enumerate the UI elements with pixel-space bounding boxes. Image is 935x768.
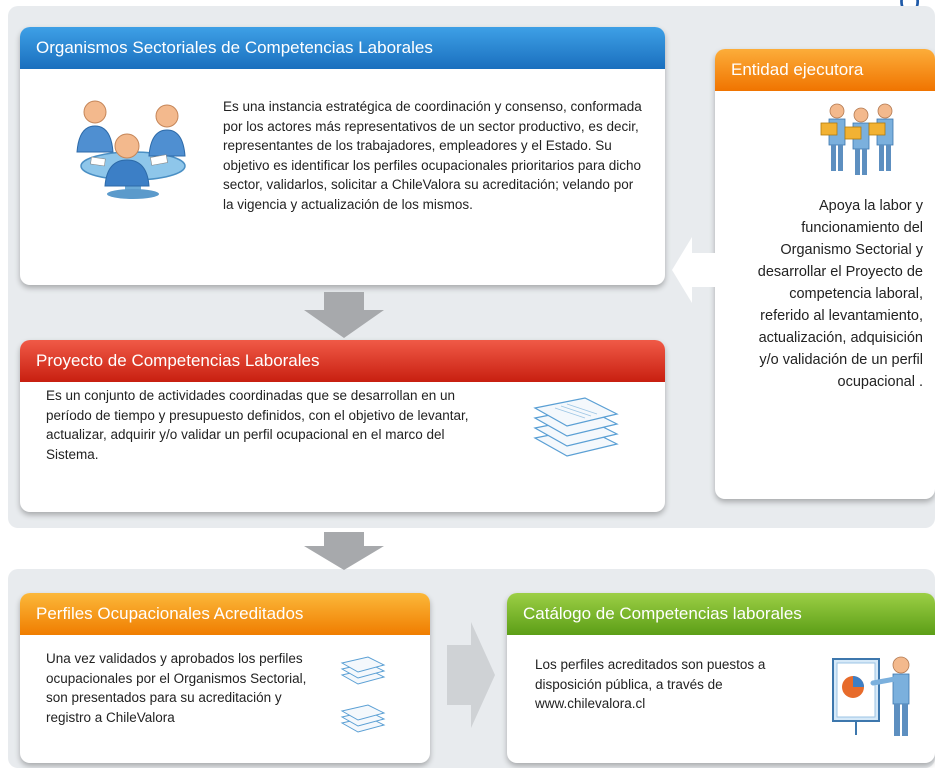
entidad-title: Entidad ejecutora — [715, 49, 935, 91]
entidad-card: Entidad ejecutora Apoya la labor y funci… — [715, 49, 935, 499]
organismos-card: Organismos Sectoriales de Competencias L… — [20, 27, 665, 285]
catalogo-description: Los perfiles acreditados son puestos a d… — [535, 657, 766, 711]
perfiles-card: Perfiles Ocupacionales Acreditados Una v… — [20, 593, 430, 763]
perfiles-title: Perfiles Ocupacionales Acreditados — [20, 593, 430, 635]
arrow-right-icon — [447, 622, 495, 728]
arrow-down-icon — [304, 292, 384, 338]
meeting-people-icon — [76, 100, 186, 199]
proyecto-description: Es un conjunto de actividades coordinada… — [46, 388, 469, 462]
document-stack-icon — [340, 704, 386, 733]
document-stack-icon — [533, 397, 619, 457]
catalogo-title: Catálogo de Competencias laborales — [507, 593, 935, 635]
perfiles-description: Una vez validados y aprobados los perfil… — [46, 651, 307, 725]
arrow-down-icon — [304, 532, 384, 570]
arrow-left-icon — [672, 237, 718, 303]
workers-group-icon — [820, 103, 894, 175]
organismos-title: Organismos Sectoriales de Competencias L… — [20, 27, 665, 69]
proyecto-title: Proyecto de Competencias Laborales — [20, 340, 665, 382]
presenter-board-icon — [832, 656, 910, 736]
proyecto-card: Proyecto de Competencias Laborales Es un… — [20, 340, 665, 512]
entidad-description: Apoya la labor y funcionamiento del Orga… — [757, 198, 923, 390]
catalogo-card: Catálogo de Competencias laborales Los p… — [507, 593, 935, 763]
document-stack-icon — [340, 656, 386, 685]
organismos-description: Es una instancia estratégica de coordina… — [223, 99, 642, 212]
